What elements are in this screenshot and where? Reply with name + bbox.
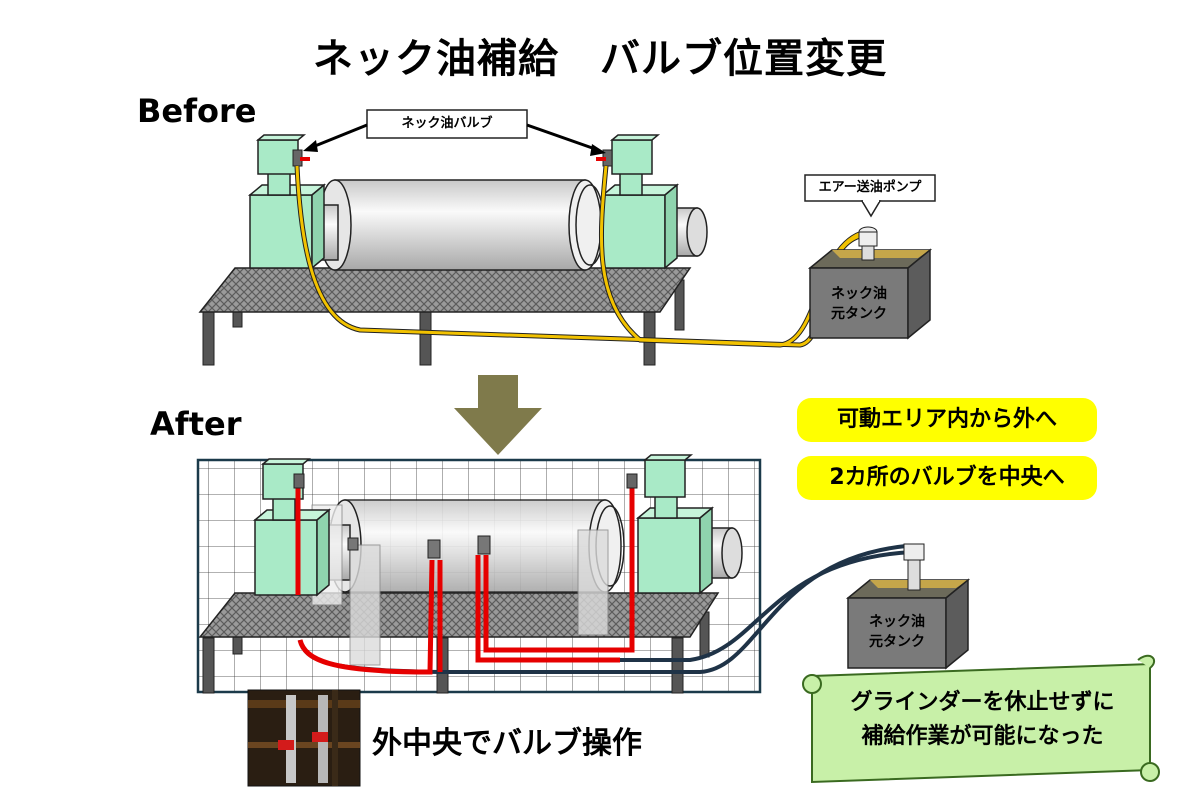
before-valve-right	[596, 149, 613, 167]
result-line-2: 補給作業が可能になった	[861, 724, 1104, 749]
page-title: ネック油補給 バルブ位置変更	[313, 36, 887, 82]
before-drum	[334, 179, 586, 271]
after-label: After	[150, 405, 242, 443]
after-valve-lines	[295, 485, 635, 675]
result-text: グラインダーを休止せずに 補給作業が可能になった	[820, 686, 1145, 754]
after-tank-label: ネック油 元タンク	[848, 612, 946, 652]
valve-label: ネック油バルブ	[401, 116, 493, 131]
before-tank-line1: ネック油	[831, 286, 887, 302]
before-tank	[807, 226, 933, 340]
callout-move-outside: 可動エリア内から外へ	[797, 398, 1097, 442]
result-line-1: グラインダーを休止せずに	[850, 690, 1115, 715]
before-right-housing	[600, 134, 680, 270]
down-arrow	[454, 375, 542, 455]
before-tank-line2: 元タンク	[831, 306, 887, 322]
photo-caption: 外中央でバルブ操作	[372, 726, 642, 761]
before-tank-label: ネック油 元タンク	[810, 284, 908, 324]
after-tank	[845, 543, 971, 670]
after-right-housing	[635, 454, 715, 595]
result-scroll	[802, 654, 1160, 784]
before-valve-left	[292, 149, 310, 167]
callout-centralize-valves: 2カ所のバルブを中央へ	[797, 456, 1097, 500]
pump-label: エアー送油ポンプ	[818, 180, 922, 195]
before-label: Before	[137, 92, 257, 130]
before-left-housing	[247, 134, 327, 270]
after-table	[198, 592, 720, 638]
after-tank-line1: ネック油	[869, 614, 925, 630]
after-left-housing	[252, 458, 332, 597]
after-tank-line2: 元タンク	[869, 634, 925, 650]
